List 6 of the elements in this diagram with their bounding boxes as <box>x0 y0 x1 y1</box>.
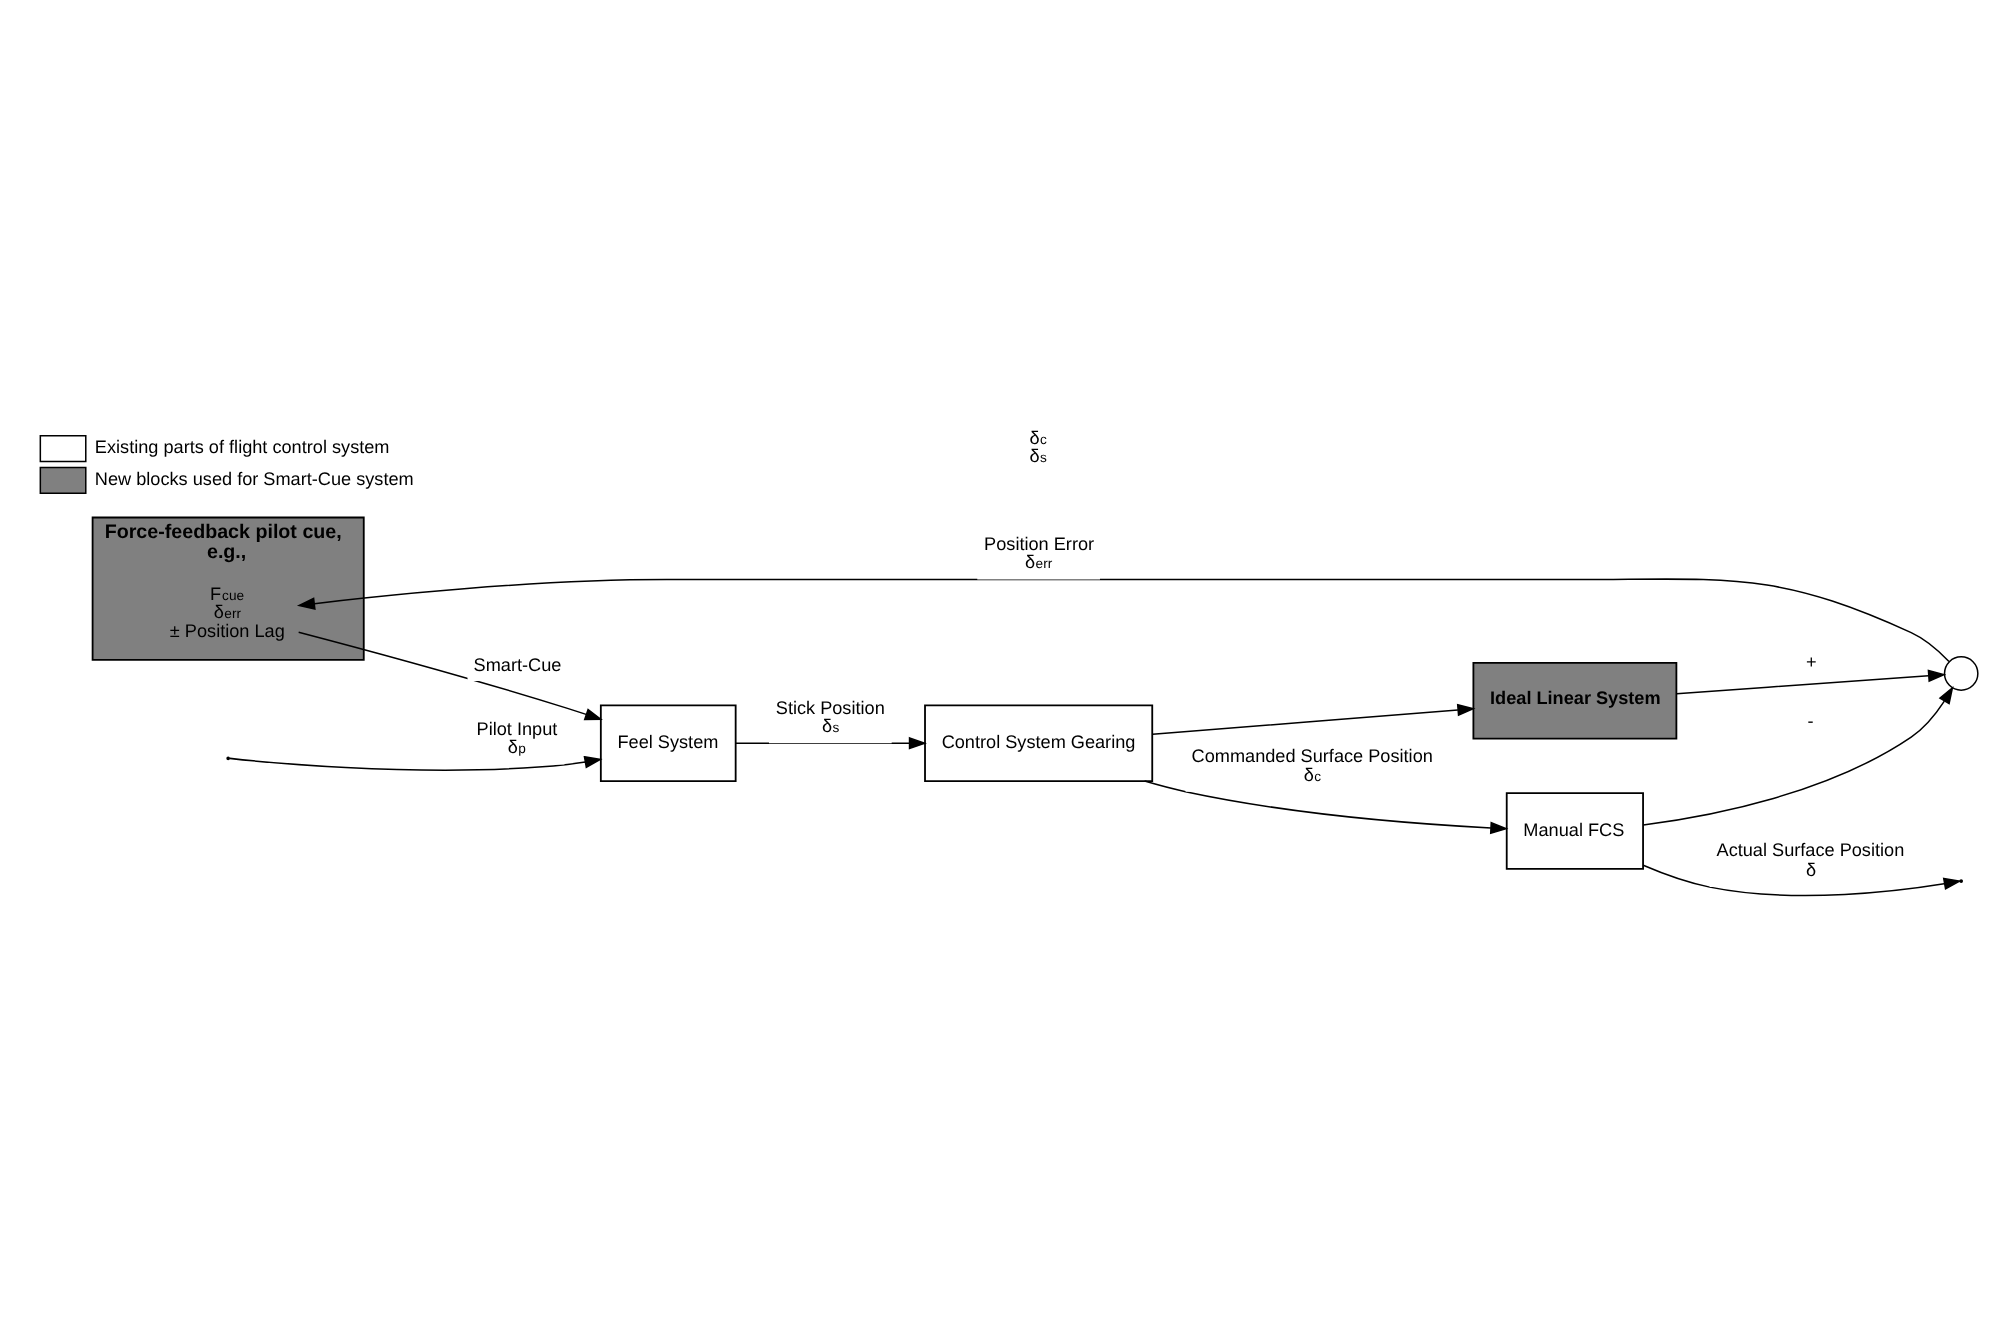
legend-label: New blocks used for Smart-Cue system <box>94 469 414 490</box>
edge-label: + <box>1805 651 1817 672</box>
legend-label: Existing parts of flight control system <box>94 437 390 458</box>
edge-label: Smart-Cue <box>473 654 562 675</box>
edge-label: Actual Surface Position δ <box>1716 840 1905 880</box>
edge-label: - <box>1807 710 1814 731</box>
